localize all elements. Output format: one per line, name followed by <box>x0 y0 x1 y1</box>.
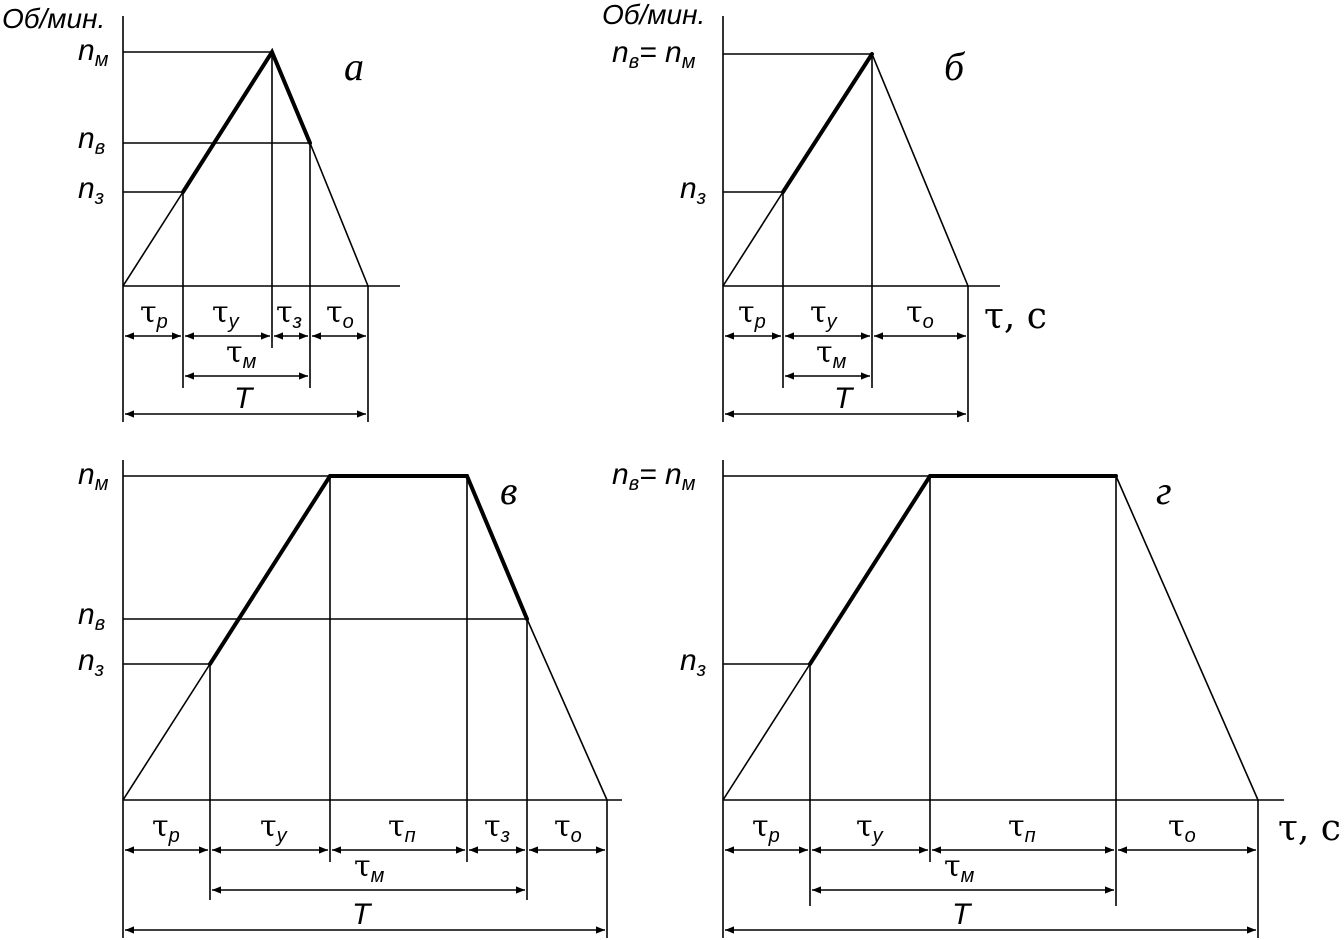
panel-a-curve-start <box>122 191 184 287</box>
panel-a-int-tm: τм <box>226 335 257 373</box>
panel-c-curve-start <box>122 663 211 801</box>
panel-b-label-nz: nз <box>680 172 706 209</box>
panel-b-total: T <box>834 382 855 415</box>
panel-a-y-unit: Об/мин. <box>2 3 105 34</box>
panel-c-int-tp: τр <box>152 809 180 847</box>
panel-a-curve-working <box>181 47 312 194</box>
panel-b-x-unit: τ, c <box>984 296 1047 337</box>
panel-b-int-ty: τу <box>810 295 838 333</box>
panel-d-curve-end <box>1115 475 1259 801</box>
panel-b: Об/мин. б nв= nм nз τр τу τо τм T τ, c <box>602 0 1047 422</box>
panel-d-curve-start <box>722 663 811 801</box>
panel-c-curve-working <box>208 474 529 666</box>
panel-a-total: T <box>234 382 255 415</box>
panel-d-label-nz: nз <box>680 644 706 681</box>
panel-a-int-ty: τу <box>212 295 240 333</box>
panel-a-label-nv: nв <box>78 122 105 159</box>
panel-b-curve-start <box>722 191 784 287</box>
panel-b-int-to: τо <box>906 295 934 333</box>
panel-d-letter: г <box>1156 468 1172 513</box>
panel-c-int-tm: τм <box>354 849 385 887</box>
panel-d-label-nv-nm: nв= nм <box>612 458 696 495</box>
panel-a-label-nm: nм <box>78 34 109 71</box>
panel-c-int-ty: τу <box>260 809 288 847</box>
panel-c-label-nz: nз <box>78 644 104 681</box>
panel-c: в nм nв nз τр τу τп τз τо τм T <box>78 458 622 938</box>
panel-b-y-unit: Об/мин. <box>602 0 705 30</box>
panel-c-int-tz: τз <box>484 809 510 847</box>
panel-c-label-nv: nв <box>78 598 105 635</box>
panel-d-x-unit: τ, c <box>1278 808 1341 849</box>
panel-a-curve-end <box>309 142 369 287</box>
panel-c-int-tn: τп <box>388 809 416 847</box>
panel-d-total: T <box>952 898 973 931</box>
panel-c-total: T <box>352 898 373 931</box>
panel-d-int-tp: τр <box>752 809 780 847</box>
panel-d: г nв= nм nз τр τу τп τо τм T τ, c <box>612 458 1341 938</box>
panel-a-int-tz: τз <box>276 295 302 333</box>
panel-c-curve-end <box>526 618 608 801</box>
panel-b-int-tm: τм <box>816 335 847 373</box>
panel-b-int-tp: τр <box>738 295 766 333</box>
panel-d-int-tm: τм <box>944 849 975 887</box>
panel-a-letter: а <box>344 44 364 89</box>
panel-a: Об/мин. а nм nв nз τр τу τз τо τм T <box>2 3 400 422</box>
panel-c-label-nm: nм <box>78 458 109 495</box>
panel-c-letter: в <box>500 468 517 513</box>
panel-d-int-ty: τу <box>856 809 884 847</box>
panel-a-label-nz: nз <box>78 172 104 209</box>
panel-d-int-tn: τп <box>1008 809 1036 847</box>
panel-b-curve-working <box>781 52 874 194</box>
panel-c-int-to: τо <box>554 809 582 847</box>
panel-d-int-to: τо <box>1168 809 1196 847</box>
panel-d-curve-working <box>808 474 1118 666</box>
panel-b-letter: б <box>944 44 966 89</box>
panel-b-label-nv-nm: nв= nм <box>612 36 696 73</box>
panel-a-int-to: τо <box>326 295 354 333</box>
panel-a-int-tp: τр <box>140 295 168 333</box>
panel-b-curve-end <box>871 53 969 287</box>
